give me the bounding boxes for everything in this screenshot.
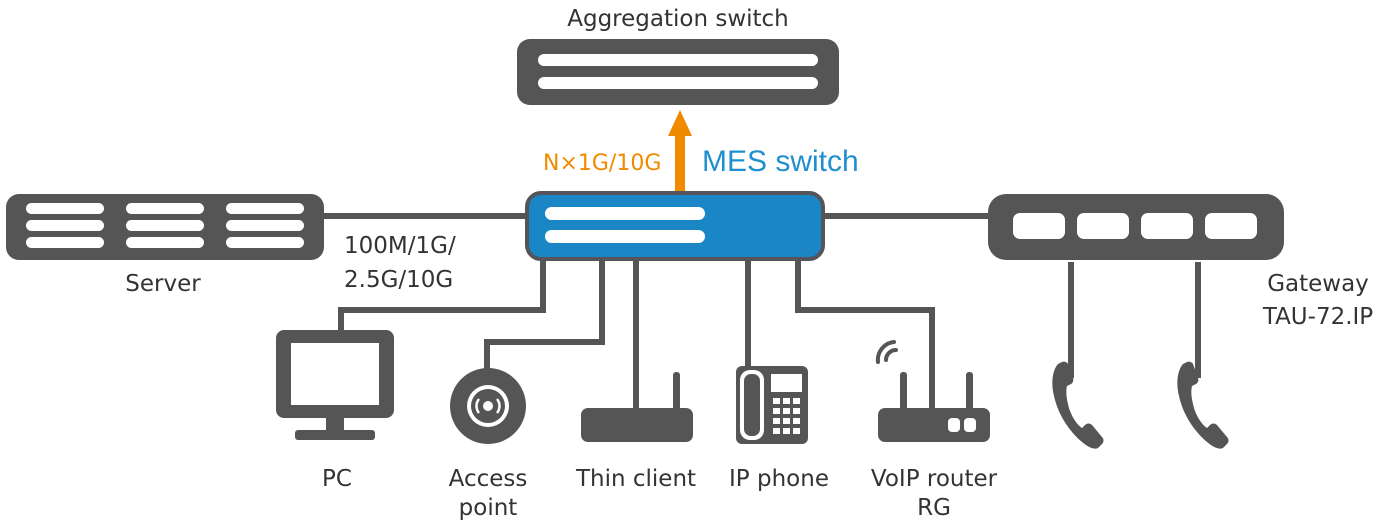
access-point-label-line2: point <box>458 495 518 521</box>
server-icon <box>6 194 324 260</box>
aggregation-switch-label: Aggregation switch <box>567 6 789 32</box>
ip-phone-label: IP phone <box>729 466 829 492</box>
server-label: Server <box>125 271 201 297</box>
access-point-label-line1: Access <box>448 466 528 492</box>
voip-router-label-line1: VoIP router <box>870 466 998 492</box>
thin-client-label: Thin client <box>575 466 697 492</box>
pc-link <box>338 258 546 332</box>
handset-icon <box>1177 361 1229 449</box>
uplink-speed-label: N×1G/10G <box>543 151 662 176</box>
pc-label: PC <box>322 466 352 492</box>
aggregation-switch-icon <box>517 39 839 105</box>
access-point-icon <box>450 368 526 444</box>
handset-icon <box>1052 361 1104 449</box>
wifi-signal-icon <box>875 340 898 364</box>
ip-phone-icon <box>736 366 808 444</box>
connection-lines <box>320 213 1201 410</box>
mes-switch-icon <box>525 191 825 261</box>
voip-router-label-line2: RG <box>917 495 951 521</box>
access-point-link <box>484 258 605 370</box>
mes-switch-label: MES switch <box>702 145 859 178</box>
gateway-label-line2: TAU-72.IP <box>1262 304 1374 330</box>
uplink-arrow <box>668 110 692 194</box>
link-speed-label-line1: 100M/1G/ <box>344 233 456 259</box>
gateway-icon <box>988 194 1284 260</box>
pc-monitor-icon <box>276 330 394 440</box>
voip-router-icon <box>878 372 990 442</box>
link-speed-label-line2: 2.5G/10G <box>344 267 454 293</box>
gateway-label-line1: Gateway <box>1267 271 1369 297</box>
voip-router-link <box>795 258 935 410</box>
thin-client-icon <box>581 372 693 442</box>
